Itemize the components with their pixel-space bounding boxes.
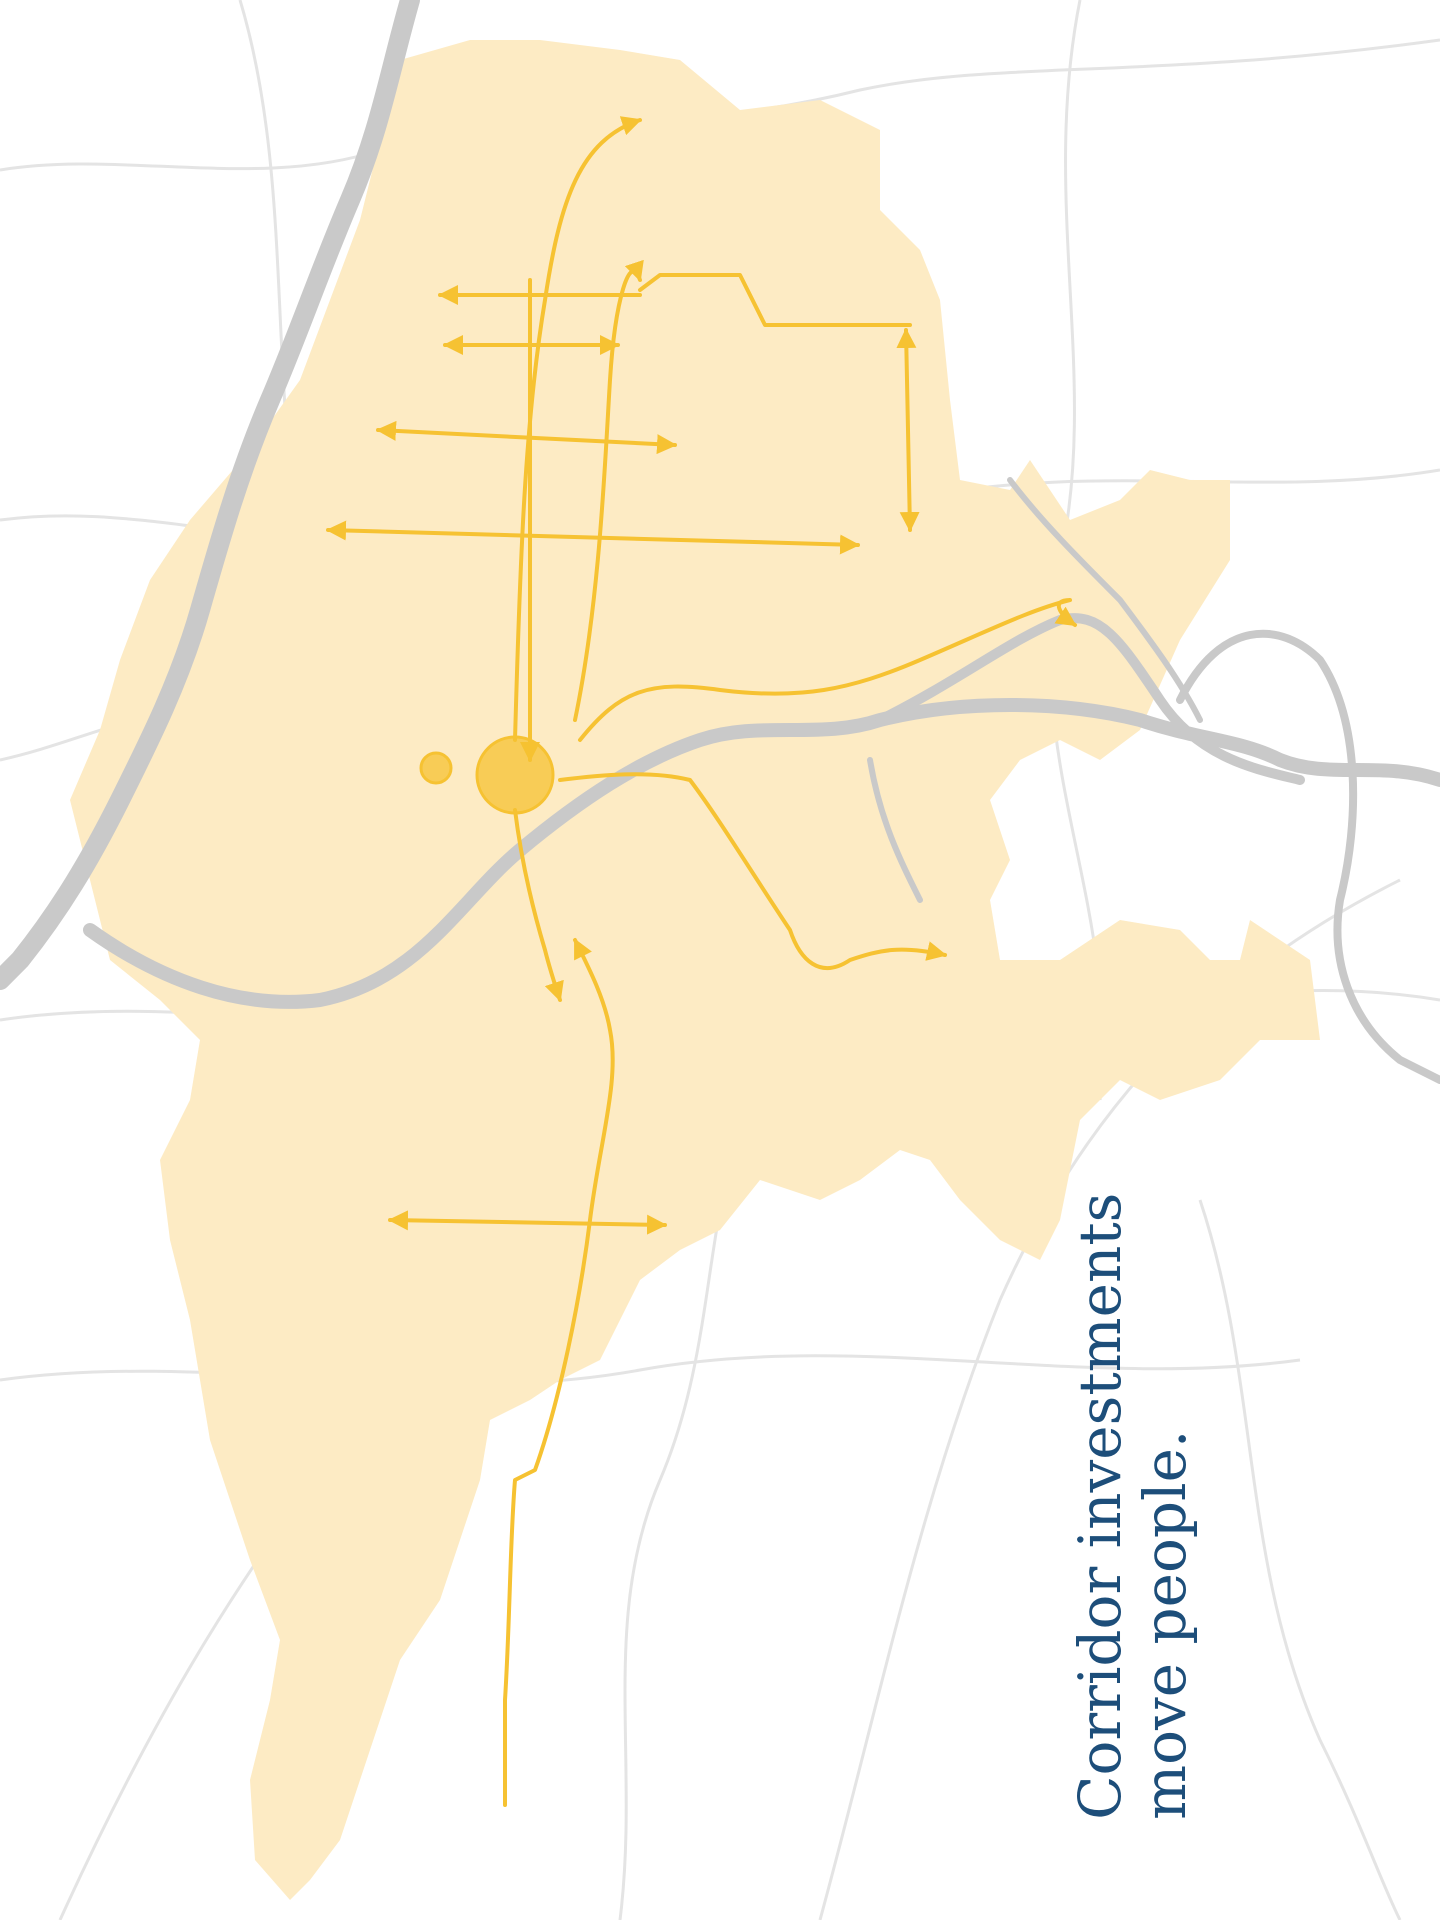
headline: Corridor investments move people.	[1066, 1000, 1238, 1820]
circle-hub-icon	[475, 735, 555, 815]
corridor-crosstown-4	[326, 520, 860, 555]
corridor-north-branch	[573, 259, 644, 722]
corridor-east-upper	[638, 273, 912, 327]
corridor-southeast	[558, 772, 947, 971]
hubs	[419, 735, 555, 815]
service-region	[70, 40, 1320, 1900]
circle-hub-icon	[419, 751, 453, 785]
corridor-crosstown-3	[376, 420, 677, 455]
river	[0, 0, 1440, 1084]
corridor-south-crosstown	[388, 1210, 667, 1235]
corridor-north	[513, 116, 642, 742]
corridor-east-vertical	[896, 328, 920, 532]
corridor-east-river	[578, 598, 1077, 742]
headline-line-1: Corridor investments	[1066, 1192, 1134, 1820]
headline-line-2: move people.	[1130, 1429, 1199, 1820]
corridor-south-long	[503, 938, 615, 1807]
headline-text: Corridor investments move people.	[1066, 1000, 1199, 1820]
corridor-south-short	[513, 808, 564, 1002]
corridor-network	[326, 116, 1077, 1807]
